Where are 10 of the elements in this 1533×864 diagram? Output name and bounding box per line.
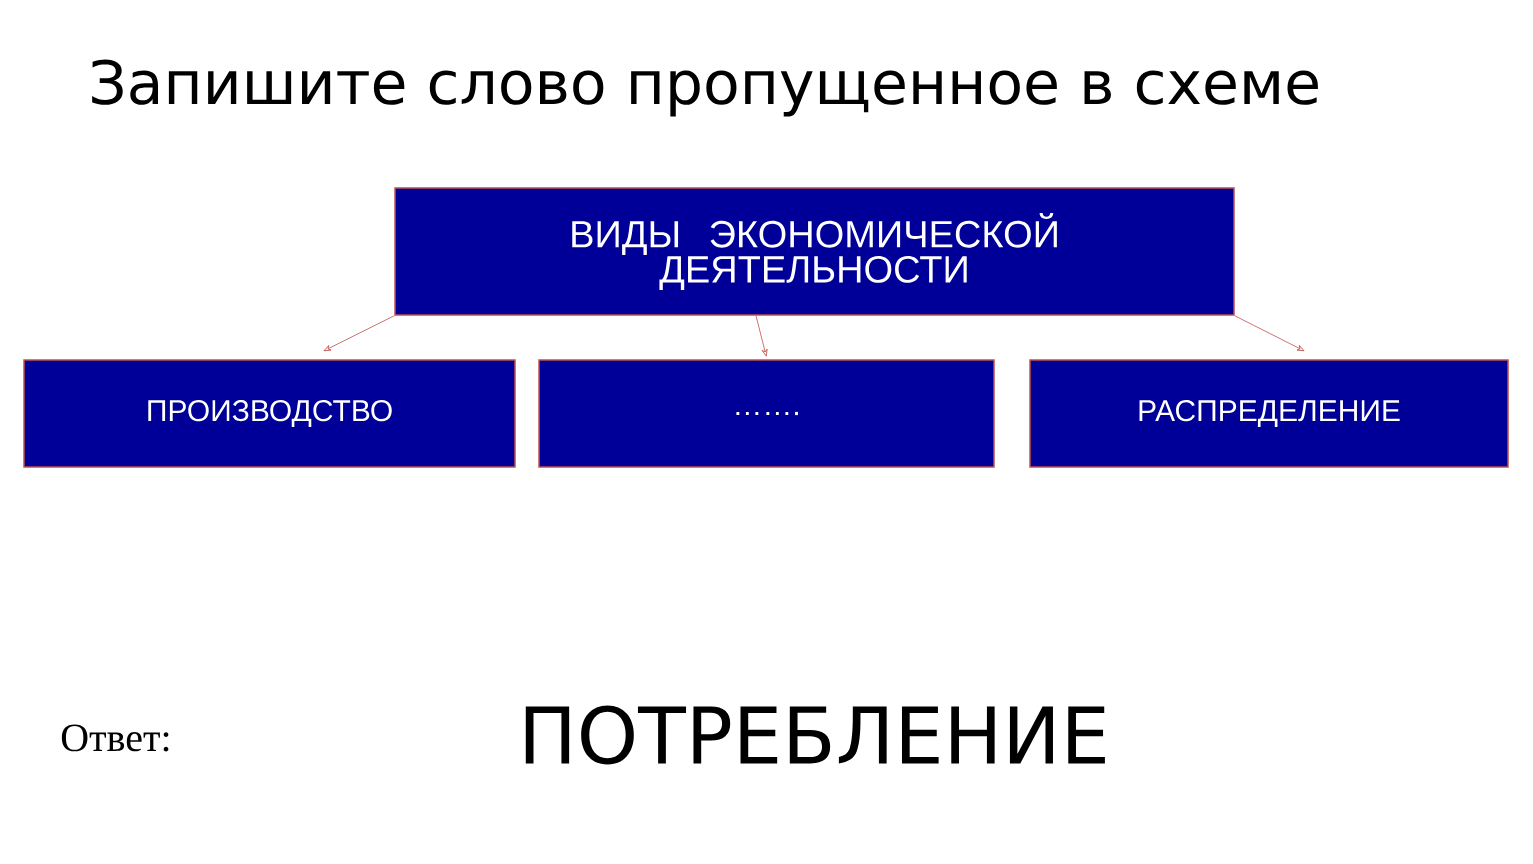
- answer-label: Ответ:: [61, 724, 169, 752]
- arrow: [323, 315, 395, 352]
- title: Запишите слово пропущенное в схеме: [92, 59, 1318, 117]
- category-box: ВИДЫ ЭКОНОМИЧЕСКОЙ ДЕЯТЕЛЬНОСТИ: [394, 187, 1235, 316]
- arrow: [1234, 315, 1305, 352]
- arrow: [755, 315, 768, 357]
- answer-word: ПОТРЕБЛЕНИЕ: [525, 705, 1105, 765]
- category-box: РАСПРЕДЕЛЕНИЕ: [1029, 359, 1509, 468]
- category-box: …….: [538, 359, 995, 468]
- category-box: ПРОИЗВОДСТВО: [23, 359, 516, 468]
